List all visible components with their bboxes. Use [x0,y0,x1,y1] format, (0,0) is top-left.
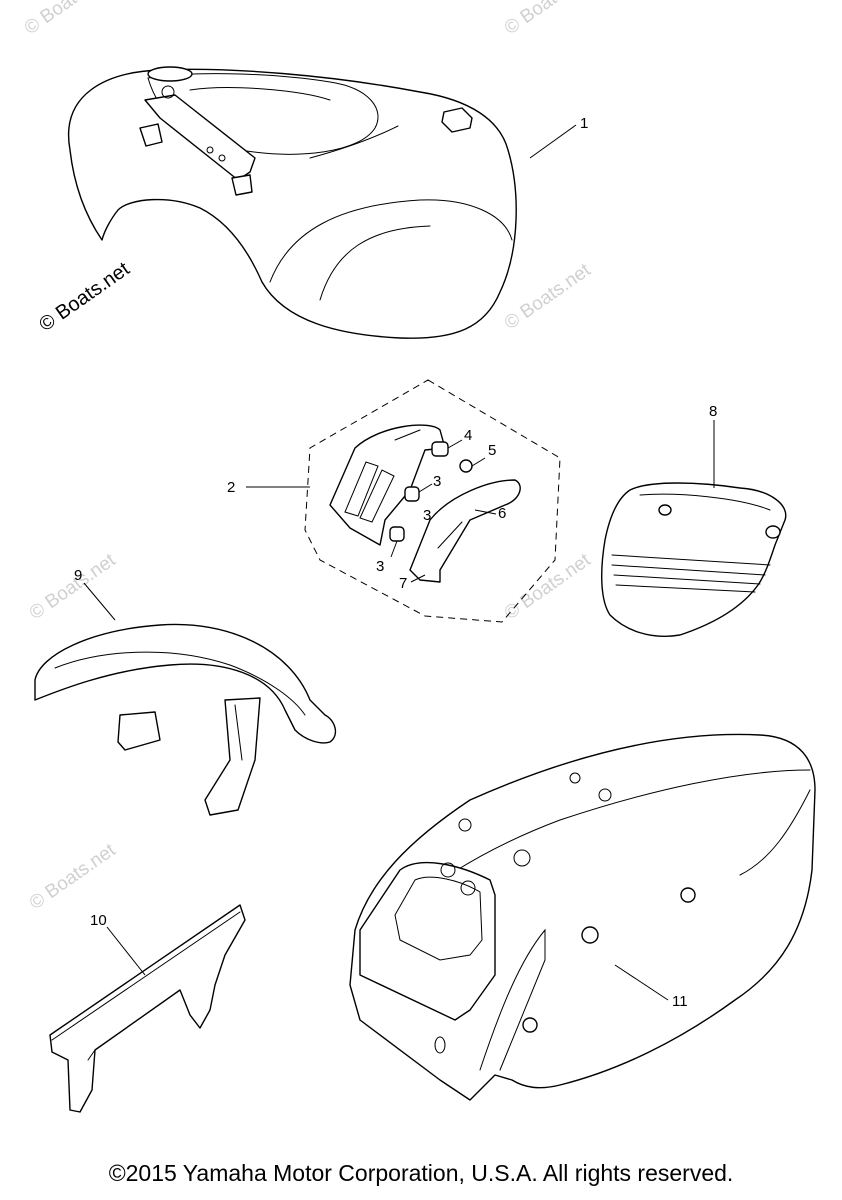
watermark: © Boats.net [26,839,120,914]
part-5-bolt [459,459,473,473]
callout-6: 6 [498,505,506,522]
callout-8: 8 [709,403,717,420]
callout-1: 1 [580,115,588,132]
part-3-grommet [389,526,405,542]
callout-5: 5 [488,442,496,459]
callouts: 1 2 3 3 3 4 5 6 7 8 9 10 11 [74,115,717,1010]
watermark: © Boats.net [26,549,120,624]
part-11-rear-fender[interactable] [349,733,816,1101]
callout-9: 9 [74,567,82,584]
watermark: © Boats.net [35,258,134,336]
copyright-text: ©2015 Yamaha Motor Corporation, U.S.A. A… [108,1160,734,1186]
part-4-collar [431,441,449,457]
part-3-grommet [404,486,420,502]
watermark: © Boats.net [501,0,595,39]
callout-4: 4 [464,427,472,444]
watermark: © Boats.net [501,259,595,334]
callout-7: 7 [399,575,407,592]
part-2-kit[interactable] [246,379,561,623]
callout-3: 3 [423,507,431,524]
part-9-front-fender[interactable] [34,582,337,816]
part-10-chain-guard[interactable] [49,904,246,1113]
callout-10: 10 [90,912,107,929]
part-8-side-cover[interactable] [601,420,787,637]
callout-2: 2 [227,479,235,496]
callout-3: 3 [433,473,441,490]
watermark: © Boats.net [21,0,115,39]
part-1-tank-cover[interactable] [67,66,577,339]
watermark: © Boats.net [501,549,595,624]
callout-11: 11 [672,993,688,1010]
callout-3: 3 [376,558,384,575]
